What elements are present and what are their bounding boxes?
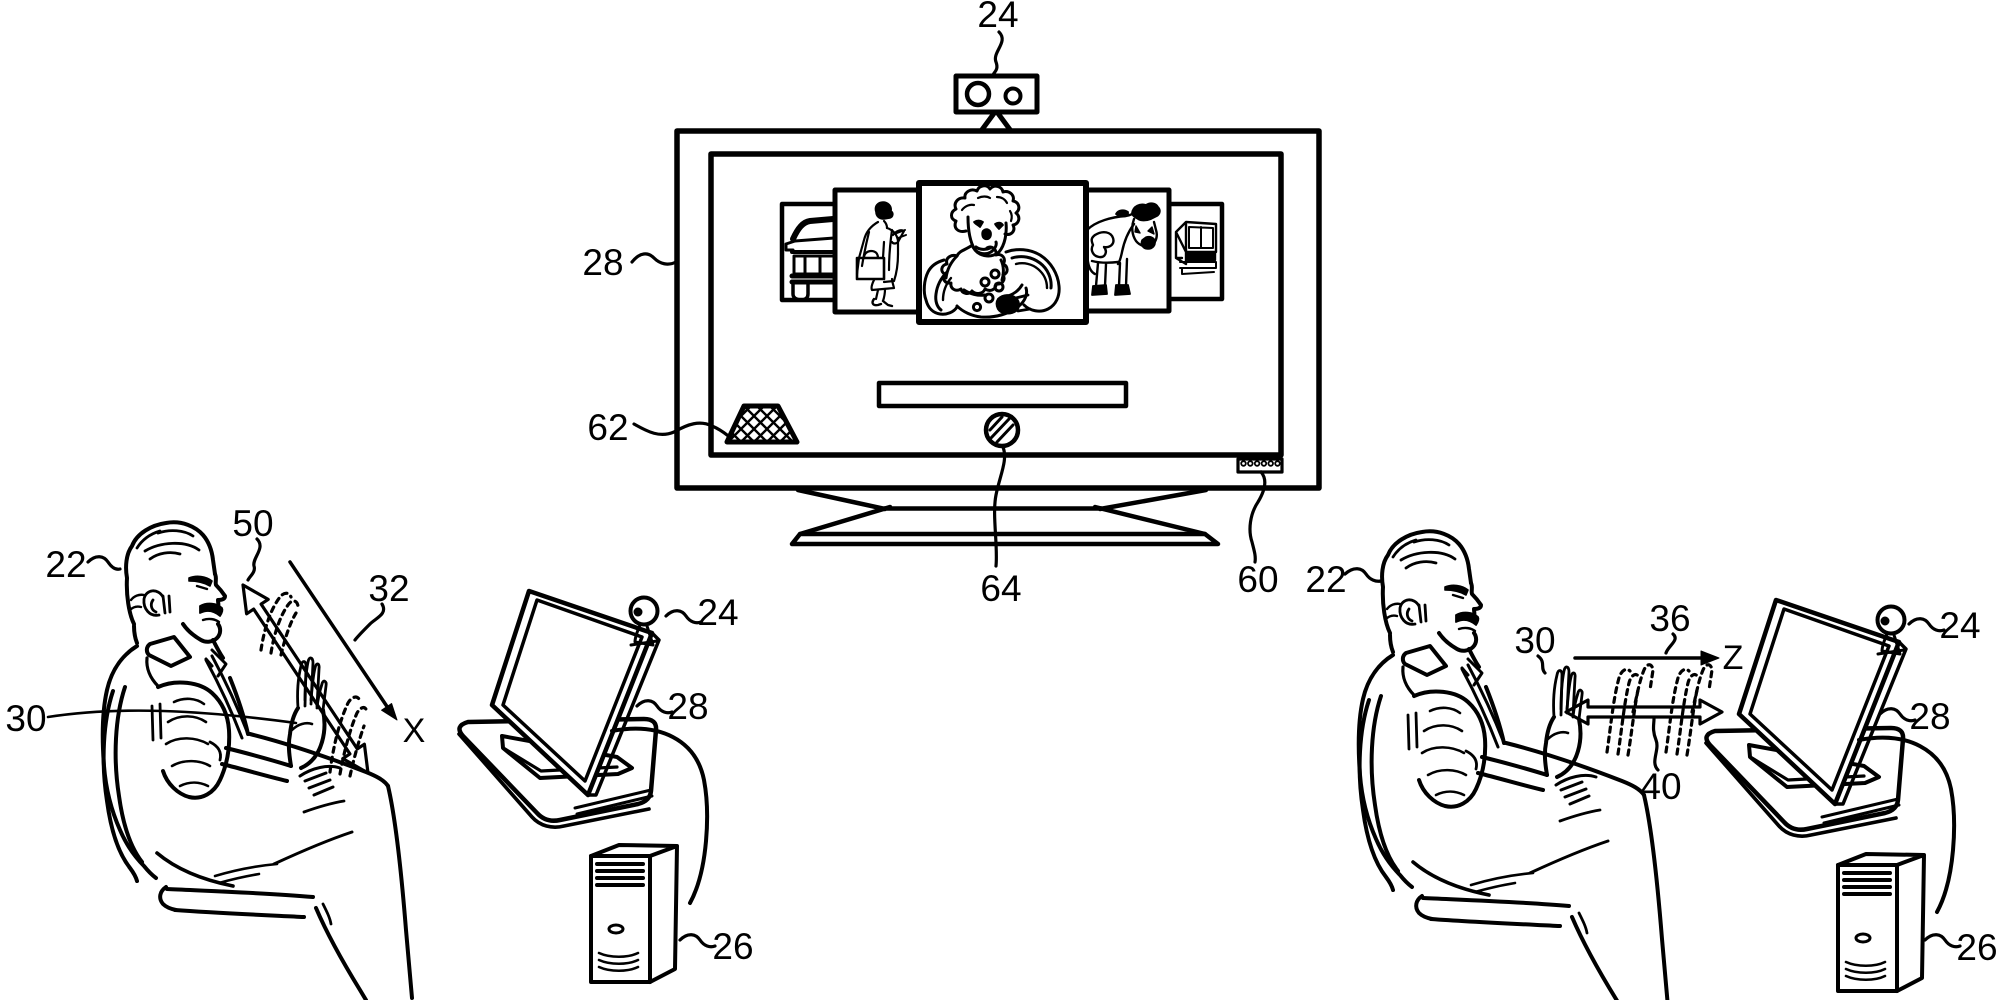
svg-text:62: 62: [587, 407, 628, 448]
svg-text:26: 26: [712, 926, 753, 967]
svg-text:26: 26: [1956, 927, 1997, 968]
svg-text:30: 30: [1514, 620, 1555, 661]
svg-text:X: X: [403, 712, 426, 750]
svg-text:36: 36: [1649, 598, 1690, 639]
svg-text:28: 28: [582, 242, 623, 283]
svg-text:28: 28: [1909, 696, 1950, 737]
svg-text:28: 28: [667, 686, 708, 727]
svg-text:60: 60: [1237, 559, 1278, 600]
svg-text:24: 24: [977, 0, 1018, 35]
svg-text:Z: Z: [1723, 639, 1744, 677]
svg-text:32: 32: [368, 568, 409, 609]
svg-text:22: 22: [45, 544, 86, 585]
svg-text:24: 24: [697, 592, 738, 633]
svg-text:24: 24: [1939, 605, 1980, 646]
svg-text:30: 30: [5, 698, 46, 739]
svg-text:40: 40: [1640, 766, 1681, 807]
svg-text:22: 22: [1305, 559, 1346, 600]
svg-text:64: 64: [980, 568, 1021, 609]
svg-text:50: 50: [232, 503, 273, 544]
